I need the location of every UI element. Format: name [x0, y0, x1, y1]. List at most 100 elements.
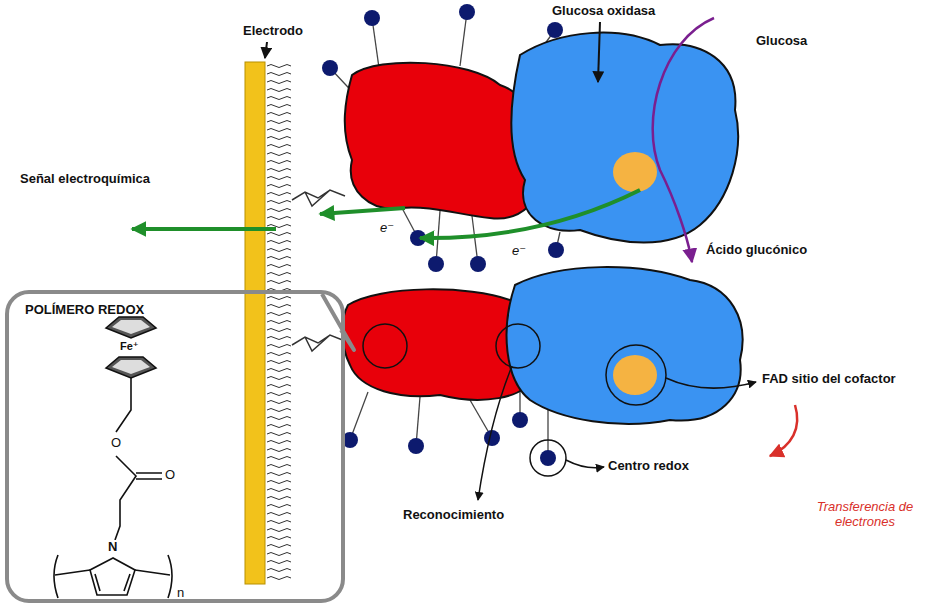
- alkyl-chain: [267, 161, 291, 164]
- alkyl-chain: [267, 97, 291, 100]
- alkyl-chain: [267, 353, 291, 356]
- alkyl-chain: [267, 321, 291, 324]
- highlight-circle: [606, 345, 666, 405]
- subscript-label: n: [177, 586, 184, 601]
- redox-center: [548, 242, 564, 258]
- alkyl-chain: [267, 105, 291, 108]
- alkyl-chain: [267, 497, 291, 500]
- alkyl-chain: [267, 393, 291, 396]
- alkyl-chain: [267, 545, 291, 548]
- alkyl-chain: [267, 441, 291, 444]
- redox-center: [459, 4, 475, 20]
- alkyl-chain: [267, 401, 291, 404]
- alkyl-chain: [267, 89, 291, 92]
- alkyl-chain: [267, 553, 291, 556]
- leader-line: [598, 22, 600, 82]
- redox-center: [322, 60, 338, 76]
- part-label: FAD sitio del cofactor: [762, 372, 896, 387]
- alkyl-chain: [267, 329, 291, 332]
- tether: [460, 12, 467, 66]
- alkyl-chain: [267, 241, 291, 244]
- alkyl-chain: [267, 369, 291, 372]
- alkyl-chain: [267, 449, 291, 452]
- part-label: Glucosa oxidasa: [552, 4, 655, 19]
- alkyl-chain: [267, 505, 291, 508]
- alkyl-chain: [267, 425, 291, 428]
- part-label: Glucosa: [756, 34, 807, 49]
- atom-label: Fe⁺: [119, 340, 140, 353]
- atom-label: O: [164, 468, 176, 483]
- alkyl-chain: [267, 113, 291, 116]
- alkyl-chain: [267, 137, 291, 140]
- part-label: Centro redox: [608, 459, 689, 474]
- alkyl-chain: [267, 313, 291, 316]
- alkyl-chain: [267, 377, 291, 380]
- alkyl-chain: [267, 81, 291, 84]
- signal-arrow: [132, 227, 276, 231]
- leader-line: [265, 42, 267, 58]
- alkyl-chain: [267, 257, 291, 260]
- alkyl-chain: [267, 121, 291, 124]
- redox-center: [408, 438, 424, 454]
- alkyl-chain: [267, 193, 291, 196]
- alkyl-chain: [267, 409, 291, 412]
- alkyl-chain: [267, 209, 291, 212]
- callout-title: POLÍMERO REDOX: [25, 302, 144, 317]
- transfer-arrow: [770, 405, 797, 456]
- alkyl-chain: [267, 345, 291, 348]
- linker: [292, 190, 345, 206]
- signal-label: Señal electroquímica: [20, 172, 150, 187]
- alkyl-chain: [267, 185, 291, 188]
- alkyl-chain: [267, 569, 291, 572]
- alkyl-chain: [267, 169, 291, 172]
- redox-center: [470, 256, 486, 272]
- alkyl-chain: [267, 473, 291, 476]
- electrode-bar: [245, 62, 265, 584]
- redox-polymer-structure: [54, 317, 172, 598]
- fad-site: [613, 152, 657, 192]
- atom-label: N: [107, 540, 118, 555]
- electron-label: e⁻: [380, 221, 394, 236]
- atom-label: O: [110, 436, 122, 451]
- alkyl-chain: [267, 457, 291, 460]
- redox-center: [512, 412, 528, 428]
- redox-center: [540, 450, 556, 466]
- alkyl-chain: [267, 217, 291, 220]
- highlight-circle: [496, 324, 540, 368]
- alkyl-chain: [267, 417, 291, 420]
- alkyl-chain: [267, 361, 291, 364]
- monolayer-chains: [267, 65, 291, 580]
- annotation: Transferencia de electrones: [800, 500, 930, 530]
- callout-tail: [322, 294, 354, 350]
- alkyl-chain: [267, 297, 291, 300]
- alkyl-chain: [267, 465, 291, 468]
- alkyl-chain: [267, 577, 291, 580]
- redox-center: [428, 256, 444, 272]
- electron-arrow: [420, 190, 640, 238]
- electron-arrow: [320, 208, 405, 214]
- alkyl-chain: [267, 433, 291, 436]
- alkyl-chain: [267, 265, 291, 268]
- highlight-circle: [530, 440, 566, 476]
- alkyl-chain: [267, 529, 291, 532]
- electron-label: e⁻: [512, 244, 526, 259]
- alkyl-chain: [267, 65, 291, 68]
- glucose-oxidase: [511, 33, 738, 243]
- glucose-oxidase: [507, 267, 743, 424]
- alkyl-chain: [267, 249, 291, 252]
- alkyl-chain: [267, 153, 291, 156]
- part-label: Electrodo: [243, 24, 303, 39]
- alkyl-chain: [267, 537, 291, 540]
- alkyl-chain: [267, 233, 291, 236]
- alkyl-chain: [267, 521, 291, 524]
- alkyl-chain: [267, 201, 291, 204]
- alkyl-chain: [267, 513, 291, 516]
- highlight-circle: [363, 324, 407, 368]
- reaction-arrow: [653, 18, 714, 262]
- fad-site: [613, 355, 657, 395]
- alkyl-chain: [267, 177, 291, 180]
- alkyl-chain: [267, 145, 291, 148]
- redox-center: [547, 22, 563, 38]
- alkyl-chain: [267, 481, 291, 484]
- leader-line: [478, 366, 512, 500]
